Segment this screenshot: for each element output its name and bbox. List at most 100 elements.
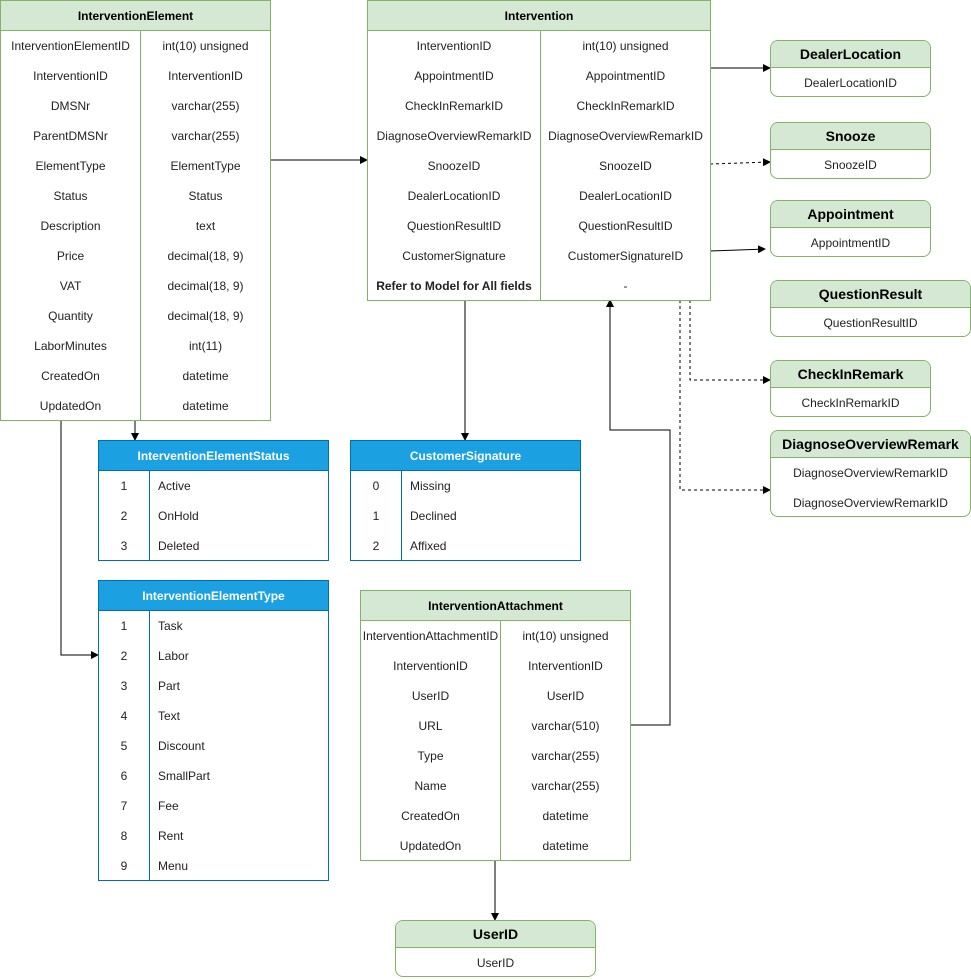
field-name: DMSNr: [1, 91, 141, 121]
field-type: int(11): [188, 339, 223, 353]
edge-element-to-type: [60, 420, 99, 659]
field-type: ElementType: [170, 159, 241, 173]
field-type: decimal(18, 9): [167, 249, 244, 263]
field-name: UpdatedOn: [361, 831, 501, 861]
table-title: InterventionAttachment: [361, 591, 630, 621]
entity-field: DiagnoseOverviewRemarkID: [793, 466, 948, 480]
entity-field: SnoozeID: [824, 158, 877, 172]
field-type: Text: [158, 709, 181, 723]
field-name: CreatedOn: [361, 801, 501, 831]
field-name: Refer to Model for All fields: [368, 271, 541, 301]
table-row: URL varchar(510): [361, 711, 630, 741]
edge-attachment-to-intervention: [606, 299, 671, 726]
field-type: -: [623, 279, 628, 293]
field-name: 2: [351, 531, 402, 561]
table-row: ElementType ElementType: [1, 151, 270, 181]
field-type: Discount: [158, 739, 205, 753]
field-name: Status: [1, 181, 141, 211]
field-name: ElementType: [1, 151, 141, 181]
table-title: InterventionElementType: [99, 581, 328, 611]
field-name: 3: [99, 671, 150, 701]
table-row: Refer to Model for All fields -: [368, 271, 710, 301]
field-type: Menu: [158, 859, 189, 873]
field-name: Name: [361, 771, 501, 801]
field-type: Status: [188, 189, 223, 203]
entity-title: CheckInRemark: [771, 361, 930, 388]
field-type: Affixed: [410, 539, 447, 553]
field-name: 2: [99, 641, 150, 671]
field-type: Fee: [158, 799, 179, 813]
field-type: DealerLocationID: [579, 189, 672, 203]
field-name: Price: [1, 241, 141, 271]
edge-intervention-to-appointment: [709, 245, 766, 254]
table-row: VAT decimal(18, 9): [1, 271, 270, 301]
entity-title: Snooze: [771, 123, 930, 150]
entity-field: QuestionResultID: [823, 316, 918, 330]
table-row: 3 Part: [99, 671, 328, 701]
table-row: 0 Missing: [351, 471, 580, 501]
field-type: DiagnoseOverviewRemarkID: [548, 129, 703, 143]
field-name: Description: [1, 211, 141, 241]
entity-field: AppointmentID: [810, 236, 891, 250]
field-type: Labor: [158, 649, 189, 663]
field-name: InterventionID: [1, 61, 141, 91]
field-type: varchar(255): [171, 129, 240, 143]
field-type: datetime: [182, 369, 229, 383]
field-type: Missing: [410, 479, 451, 493]
edge-intervention-to-diagnoseremark: [679, 300, 771, 494]
field-name: SnoozeID: [368, 151, 541, 181]
field-name: URL: [361, 711, 501, 741]
edge-intervention-to-snooze: [709, 158, 771, 167]
field-type: Active: [158, 479, 191, 493]
entity-field: DiagnoseOverviewRemarkID: [793, 496, 948, 510]
field-type: varchar(255): [171, 99, 240, 113]
field-name: VAT: [1, 271, 141, 301]
entity-field: UserID: [476, 956, 515, 970]
field-type: int(10) unsigned: [582, 39, 669, 53]
field-type: varchar(510): [531, 719, 600, 733]
field-name: Quantity: [1, 301, 141, 331]
field-type: Rent: [158, 829, 184, 843]
entity-field: DealerLocationID: [804, 76, 897, 90]
table-row: Status Status: [1, 181, 270, 211]
field-type: varchar(255): [531, 779, 600, 793]
field-name: 0: [351, 471, 402, 501]
field-type: AppointmentID: [585, 69, 666, 83]
field-type: CheckInRemarkID: [576, 99, 675, 113]
field-type: int(10) unsigned: [522, 629, 609, 643]
entity-field: CheckInRemarkID: [801, 396, 900, 410]
entity-title: DealerLocation: [771, 41, 930, 68]
field-type: decimal(18, 9): [167, 279, 244, 293]
field-name: 1: [99, 611, 150, 641]
field-type: SmallPart: [158, 769, 211, 783]
table-row: DMSNr varchar(255): [1, 91, 270, 121]
field-name: ParentDMSNr: [1, 121, 141, 151]
field-type: Part: [158, 679, 181, 693]
